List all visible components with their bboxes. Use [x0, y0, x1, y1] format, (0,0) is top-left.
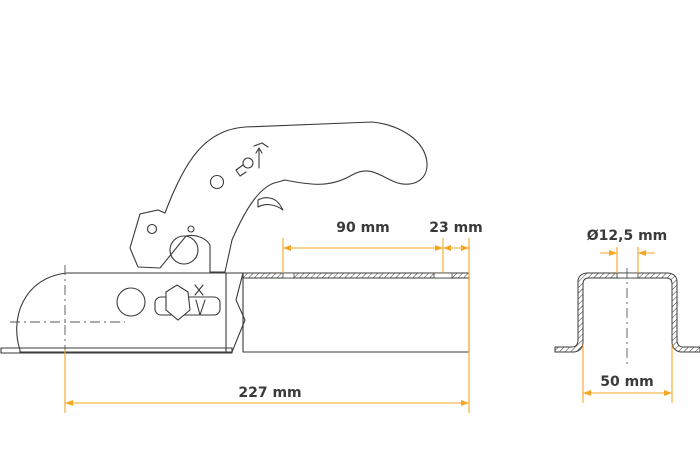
overall-length-label: 227 mm: [238, 385, 301, 401]
handle: [129, 121, 428, 273]
small-hole-2: [187, 225, 195, 233]
slot-length-label: 90 mm: [336, 220, 390, 236]
housing: [16, 272, 246, 353]
end-offset-label: 23 mm: [429, 220, 483, 236]
pivot-circle: [169, 235, 199, 265]
profile-section-view: [554, 247, 700, 403]
indicator-hole: [242, 157, 254, 169]
profile-width-label: 50 mm: [600, 374, 654, 390]
housing-hole: [116, 287, 146, 317]
hole-diameter-label: Ø12,5 mm: [587, 228, 668, 244]
coupling-side-view: [0, 121, 470, 355]
handle-hole: [209, 174, 225, 190]
arrow-mark-icon: [253, 142, 269, 169]
profile-hole: [616, 272, 639, 279]
latch-slot: [257, 197, 284, 211]
drawbar-tube: [242, 272, 470, 353]
small-hole: [146, 223, 158, 235]
bolt-hole: [433, 272, 453, 279]
slot-hole: [282, 272, 295, 279]
wear-mark-icon: [194, 284, 206, 316]
dimension-lines: [64, 238, 470, 413]
profile-wall: [554, 272, 700, 353]
indicator-nut: [165, 284, 191, 321]
indicator-key: [235, 164, 247, 177]
base-plate: [0, 347, 233, 354]
